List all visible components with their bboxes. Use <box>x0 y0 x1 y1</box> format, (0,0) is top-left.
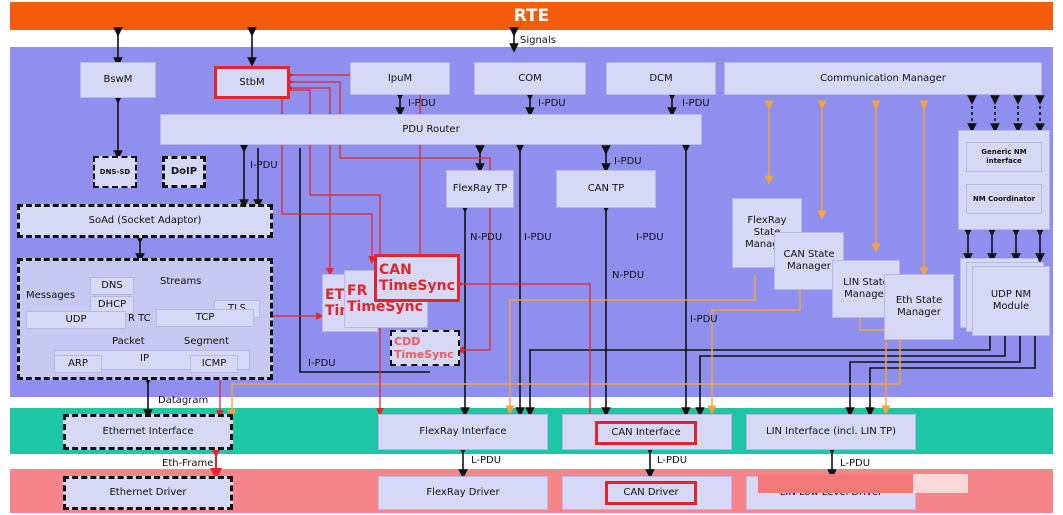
can-timesync-box[interactable]: CAN TimeSync <box>374 254 460 302</box>
ipdu-label-soad: I-PDU <box>250 160 278 171</box>
npdu-label-fr: N-PDU <box>470 232 503 243</box>
pdu-router-box[interactable]: PDU Router <box>160 114 702 145</box>
udp-box[interactable]: UDP <box>26 311 126 329</box>
lpdu-label-lin: L-PDU <box>840 458 871 469</box>
redacted-overlay-light <box>913 474 968 493</box>
dns-box[interactable]: DNS <box>90 277 134 295</box>
eth-frame-label: Eth-Frame <box>162 458 214 469</box>
stbm-box[interactable]: StbM <box>214 66 290 99</box>
packet-label: Packet <box>112 336 145 347</box>
nm-coordinator-box[interactable]: NM Coordinator <box>966 184 1042 214</box>
redacted-overlay <box>758 474 913 493</box>
udp-nm-module-box[interactable]: UDP NM Module <box>972 266 1050 336</box>
can-timesync-label: CAN TimeSync <box>379 262 455 294</box>
streams-label: Streams <box>160 276 202 287</box>
can-interface-box[interactable]: CAN Interface <box>595 421 697 445</box>
messages-label: Messages <box>26 290 76 301</box>
fr-timesync-label: FR TimeSync <box>347 283 423 315</box>
ipdu-label-lin: I-PDU <box>690 314 718 325</box>
can-driver-box[interactable]: CAN Driver <box>605 481 697 505</box>
ipdu-label-ipum: I-PDU <box>408 98 436 109</box>
bswm-box[interactable]: BswM <box>80 62 156 98</box>
doip-box[interactable]: DoIP <box>162 156 206 188</box>
ipum-box[interactable]: IpuM <box>350 62 450 95</box>
ethernet-interface-box[interactable]: Ethernet Interface <box>63 414 233 450</box>
ipdu-label-cantp: I-PDU <box>614 156 642 167</box>
ipdu-label-eth: I-PDU <box>308 358 336 369</box>
npdu-label-can: N-PDU <box>612 270 645 281</box>
com-box[interactable]: COM <box>474 62 586 95</box>
ipdu-label-can: I-PDU <box>636 232 664 243</box>
eth-state-manager-box[interactable]: Eth State Manager <box>884 274 954 340</box>
dns-sd-box[interactable]: DNS-SD <box>93 156 137 188</box>
lpdu-label-can: L-PDU <box>657 455 688 466</box>
ip-label: IP <box>140 353 149 364</box>
generic-nm-interface-box[interactable]: Generic NM interface <box>966 142 1042 172</box>
arp-box[interactable]: ARP <box>54 355 102 373</box>
dcm-box[interactable]: DCM <box>606 62 716 95</box>
ethernet-driver-box[interactable]: Ethernet Driver <box>63 476 233 510</box>
cdd-timesync-label: CDD TimeSync <box>394 335 454 361</box>
signals-label: Signals <box>520 35 556 46</box>
icmp-box[interactable]: ICMP <box>190 355 238 373</box>
flexray-interface-box[interactable]: FlexRay Interface <box>378 414 548 450</box>
segment-label: Segment <box>184 336 229 347</box>
ipdu-label-fr: I-PDU <box>524 232 552 243</box>
flexray-tp-box[interactable]: FlexRay TP <box>446 170 514 208</box>
datagram-label: Datagram <box>158 395 209 406</box>
rte-banner: RTE <box>10 2 1053 30</box>
lin-interface-box[interactable]: LIN Interface (incl. LIN TP) <box>746 414 916 450</box>
lpdu-label-fr: L-PDU <box>471 455 502 466</box>
soad-box[interactable]: SoAd (Socket Adaptor) <box>17 204 273 238</box>
ipdu-label-dcm: I-PDU <box>682 98 710 109</box>
rtc-label: R TC <box>128 313 151 324</box>
cdd-timesync-box[interactable]: CDD TimeSync <box>390 330 460 366</box>
can-tp-box[interactable]: CAN TP <box>556 170 656 208</box>
flexray-driver-box[interactable]: FlexRay Driver <box>378 476 548 510</box>
communication-manager-box[interactable]: Communication Manager <box>724 62 1042 95</box>
ipdu-label-com: I-PDU <box>538 98 566 109</box>
tcp-box[interactable]: TCP <box>156 309 254 327</box>
